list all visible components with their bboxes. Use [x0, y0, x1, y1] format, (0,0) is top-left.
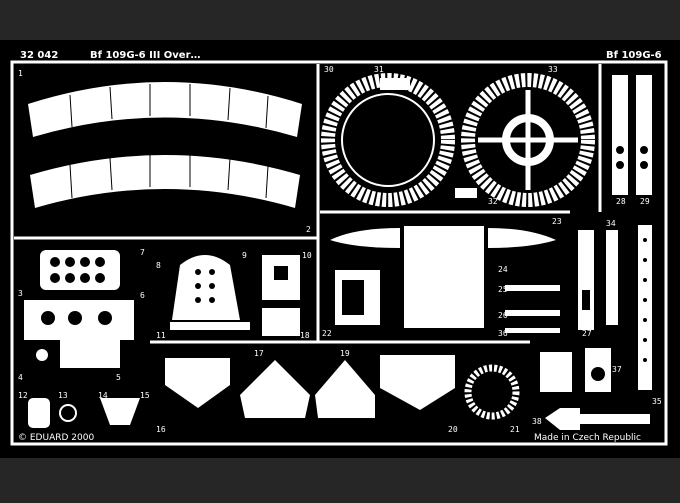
part-21-ring — [464, 364, 520, 420]
label-part-7: 7 — [140, 248, 145, 257]
label-part-12: 12 — [18, 391, 28, 400]
label-part-10: 10 — [302, 251, 312, 260]
label-part-37: 37 — [612, 365, 622, 374]
label-part-19: 19 — [340, 349, 350, 358]
label-part-5: 5 — [116, 373, 121, 382]
part-1-canopy-strips — [28, 82, 302, 208]
part-17-armor — [240, 360, 310, 418]
label-part-25: 25 — [498, 285, 508, 294]
part-labels: 1 2 3 4 5 6 7 8 9 10 11 12 13 14 15 16 1… — [18, 65, 662, 434]
label-part-1: 1 — [18, 69, 23, 78]
label-part-4: 4 — [18, 373, 23, 382]
label-part-13: 13 — [58, 391, 68, 400]
part-20-armor — [380, 355, 455, 410]
label-part-23: 23 — [552, 217, 562, 226]
label-part-33: 33 — [548, 65, 558, 74]
label-part-14: 14 — [98, 391, 108, 400]
label-part-3: 3 — [18, 289, 23, 298]
label-part-18: 18 — [300, 331, 310, 340]
label-part-20: 20 — [448, 425, 458, 434]
label-part-8: 8 — [156, 261, 161, 270]
made-in-text: Made in Czech Republic — [534, 433, 641, 443]
sheet-title: Bf 109G-6 III Over… — [90, 50, 201, 61]
parts-25-26-36-rods — [505, 285, 560, 333]
label-part-38: 38 — [532, 417, 542, 426]
top-border — [0, 0, 680, 40]
sheet-top-right: Bf 109G-6 — [606, 50, 662, 61]
bottom-border — [0, 458, 680, 503]
part-3-instrument-panel — [24, 250, 134, 368]
part-27-tall — [578, 230, 594, 330]
label-part-6: 6 — [140, 291, 145, 300]
label-part-22: 22 — [322, 329, 332, 338]
label-part-31: 31 — [374, 65, 384, 74]
label-part-28: 28 — [616, 197, 626, 206]
part-34-tall — [606, 230, 618, 325]
part-33-ring — [455, 73, 595, 207]
label-part-30: 30 — [324, 65, 334, 74]
copyright-text: © EDUARD 2000 — [18, 433, 94, 443]
parts-12-15 — [28, 398, 140, 428]
part-19-armor — [315, 360, 375, 418]
label-part-36: 36 — [498, 329, 508, 338]
label-part-9: 9 — [242, 251, 247, 260]
label-part-32: 32 — [488, 197, 498, 206]
part-16-armor — [165, 358, 230, 408]
part-9-seat-back — [170, 255, 250, 330]
label-part-24: 24 — [498, 265, 508, 274]
part-10-plate — [262, 255, 300, 336]
label-part-11: 11 — [156, 331, 166, 340]
label-part-27: 27 — [582, 329, 592, 338]
label-part-34: 34 — [606, 219, 616, 228]
label-part-17: 17 — [254, 349, 264, 358]
part-24-panel — [330, 226, 556, 328]
label-part-26: 26 — [498, 311, 508, 320]
part-28-29-strips — [612, 75, 652, 195]
part-37 — [540, 348, 611, 392]
part-38 — [545, 408, 650, 430]
part-30-ring — [321, 73, 455, 207]
label-part-2: 2 — [306, 225, 311, 234]
label-part-35: 35 — [652, 397, 662, 406]
label-part-21: 21 — [510, 425, 520, 434]
fret-frame — [10, 60, 668, 446]
sheet-code: 32 042 — [20, 50, 58, 61]
label-part-29: 29 — [640, 197, 650, 206]
label-part-15: 15 — [140, 391, 150, 400]
label-part-16: 16 — [156, 425, 166, 434]
part-35-strip — [638, 225, 652, 390]
